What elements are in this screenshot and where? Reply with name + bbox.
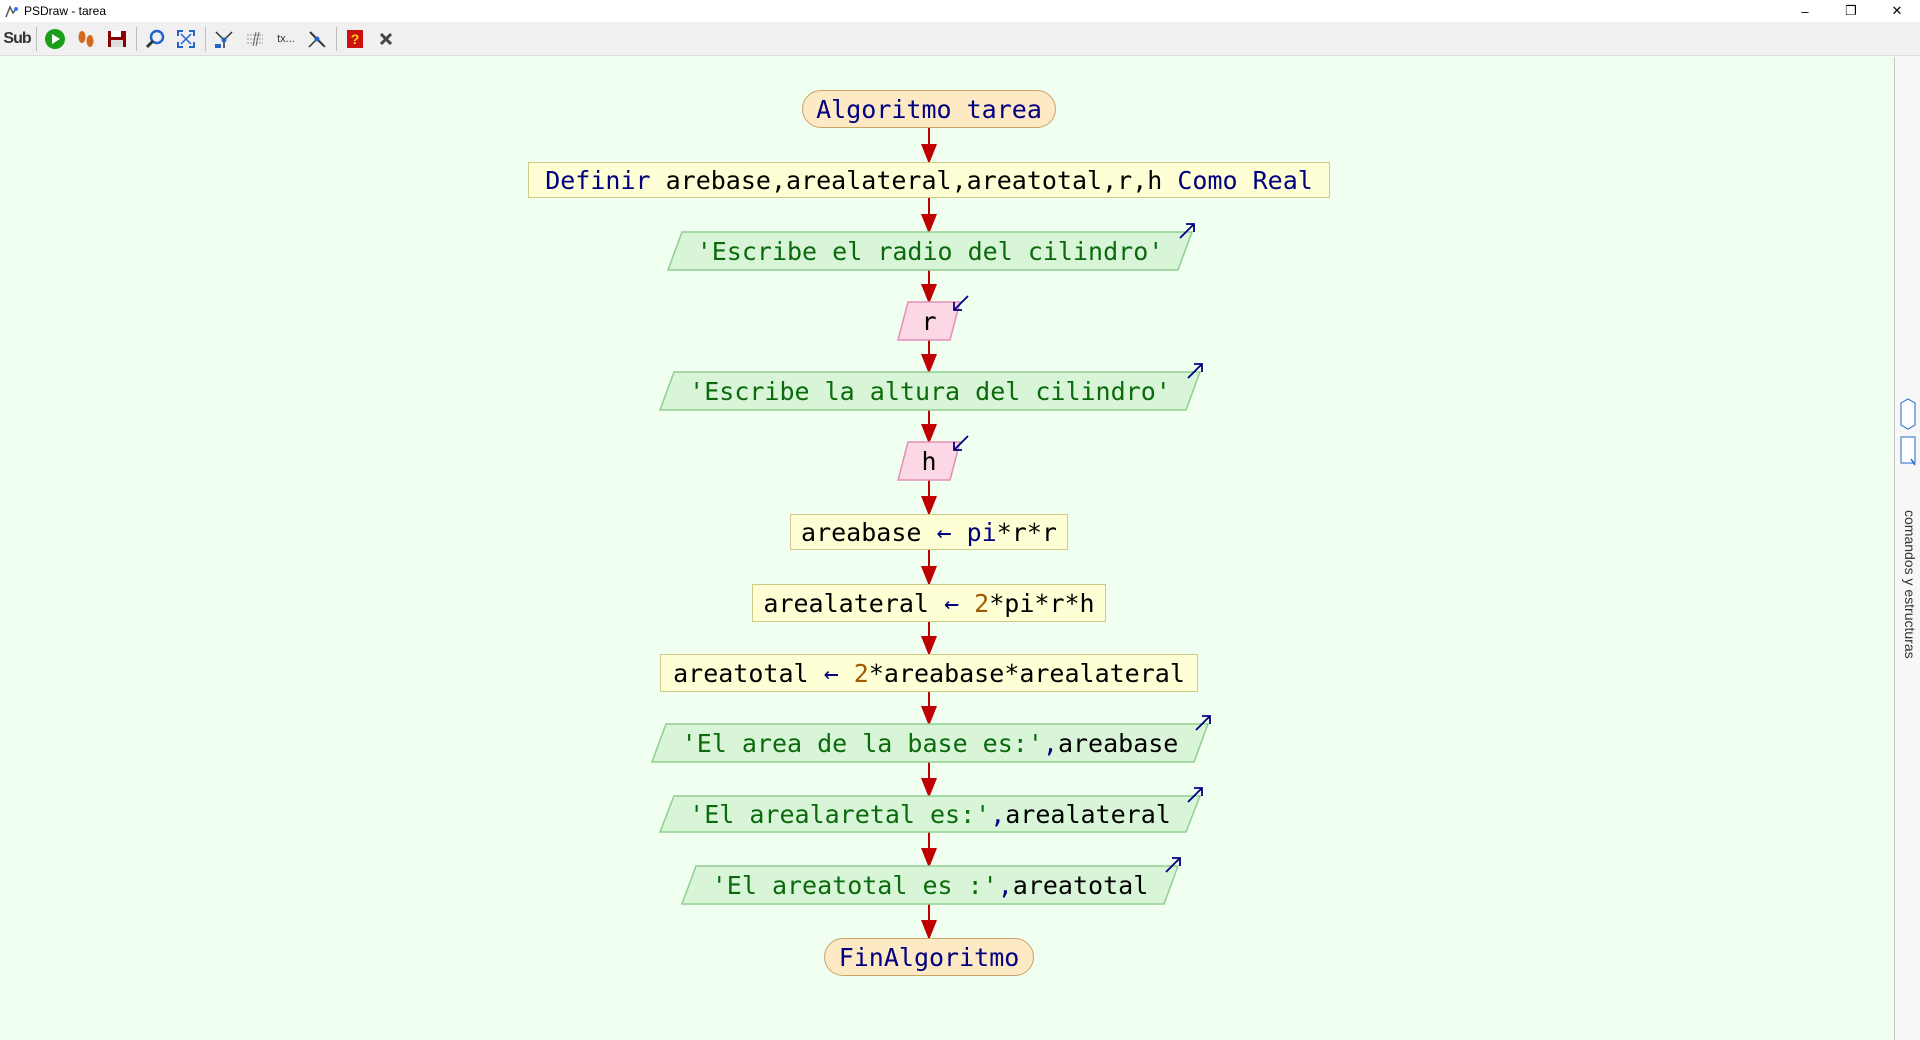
output-areabase-line: 'El area de la base es:',areabase bbox=[682, 729, 1179, 758]
assign-arrow: ← bbox=[823, 658, 839, 688]
output-areatotal-string: 'El areatotal es :' bbox=[711, 870, 998, 900]
input-arrow-icon bbox=[953, 295, 969, 311]
help-button[interactable]: ? bbox=[340, 24, 370, 54]
minimize-button[interactable]: – bbox=[1801, 3, 1809, 19]
assign-areabase[interactable]: areabase ← pi*r*r bbox=[790, 514, 1068, 550]
output-arealateral-string: 'El arealaretal es:' bbox=[689, 799, 991, 829]
input-h-text: h bbox=[921, 446, 937, 476]
input-shape bbox=[897, 441, 961, 481]
toolbar-separator bbox=[205, 26, 206, 51]
toolbar-separator bbox=[136, 26, 137, 51]
text-button[interactable]: tx... bbox=[271, 24, 301, 54]
input-r[interactable]: r bbox=[897, 295, 969, 341]
play-icon bbox=[45, 28, 65, 49]
input-shape bbox=[897, 301, 961, 341]
commands-panel[interactable] bbox=[1894, 57, 1920, 1040]
output-shape bbox=[650, 723, 1210, 763]
assign-arrow: ← bbox=[944, 588, 960, 618]
sub-label: Sub bbox=[3, 29, 31, 47]
input-arrow-icon bbox=[953, 435, 969, 451]
output-comma: , bbox=[997, 870, 1013, 900]
assign-areabase-var: areabase bbox=[801, 517, 922, 547]
define-keyword: Definir bbox=[545, 165, 651, 195]
assign-areatotal-expr: *areabase*arealateral bbox=[868, 658, 1185, 688]
output-arealateral-line: 'El arealaretal es:',arealateral bbox=[689, 800, 1171, 829]
save-icon bbox=[108, 30, 126, 47]
output-radio-prompt[interactable]: 'Escribe el radio del cilindro' bbox=[666, 223, 1195, 271]
toolbar: Sub tx... ? bbox=[0, 22, 1920, 56]
define-vars: arebase,arealateral,areatotal,r,h bbox=[650, 165, 1178, 195]
output-arrow-icon bbox=[1165, 857, 1181, 873]
pen-tool-icon bbox=[308, 30, 326, 48]
toolbar-separator bbox=[36, 26, 37, 51]
assign-areabase-pi: pi bbox=[966, 517, 997, 547]
comments-button[interactable] bbox=[240, 24, 270, 54]
commands-panel-label[interactable]: comandos y estructuras bbox=[1902, 510, 1918, 659]
text-abbrev-label: tx... bbox=[277, 32, 295, 45]
magnifier-icon bbox=[145, 29, 165, 48]
output-areabase[interactable]: 'El area de la base es:',areabase bbox=[650, 715, 1211, 763]
output-arrow-icon bbox=[1187, 363, 1203, 379]
title-bar: PSDraw - tarea – ❐ ✕ bbox=[0, 0, 1920, 22]
flowchart-icon bbox=[215, 30, 233, 48]
output-comma: , bbox=[1042, 728, 1058, 758]
toolbar-separator bbox=[336, 26, 337, 51]
assign-areatotal-var: areatotal bbox=[673, 658, 809, 688]
assign-arealateral-num: 2 bbox=[974, 588, 990, 618]
output-areabase-var: areabase bbox=[1057, 728, 1179, 758]
output-arrow-icon bbox=[1195, 715, 1211, 731]
output-comma: , bbox=[990, 799, 1006, 829]
run-button[interactable] bbox=[40, 24, 70, 54]
output-shape bbox=[666, 231, 1194, 271]
fit-button[interactable] bbox=[171, 24, 201, 54]
output-arealateral-var: arealateral bbox=[1005, 799, 1171, 829]
start-label: Algoritmo tarea bbox=[816, 94, 1042, 124]
svg-text:?: ? bbox=[351, 31, 360, 47]
close-x-icon bbox=[379, 32, 393, 45]
output-areatotal-var: areatotal bbox=[1012, 870, 1149, 900]
save-button[interactable] bbox=[102, 24, 132, 54]
input-h[interactable]: h bbox=[897, 435, 969, 481]
assign-arealateral[interactable]: arealateral ← 2*pi*r*h bbox=[752, 584, 1106, 622]
assign-areatotal-num: 2 bbox=[853, 658, 869, 688]
start-terminal[interactable]: Algoritmo tarea bbox=[802, 90, 1056, 128]
assign-arealateral-var: arealateral bbox=[763, 588, 929, 618]
close-button[interactable]: ✕ bbox=[1891, 3, 1903, 18]
structure-button[interactable] bbox=[209, 24, 239, 54]
assign-arealateral-expr: *pi*r*h bbox=[989, 588, 1095, 618]
structure-mini-icon bbox=[1900, 398, 1916, 466]
help-icon: ? bbox=[347, 29, 363, 48]
end-terminal[interactable]: FinAlgoritmo bbox=[824, 938, 1034, 976]
assign-areatotal[interactable]: areatotal ← 2*areabase*arealateral bbox=[660, 654, 1198, 692]
assign-areabase-expr: *r*r bbox=[996, 517, 1057, 547]
fit-screen-icon bbox=[177, 29, 195, 48]
output-areabase-string: 'El area de la base es:' bbox=[681, 728, 1043, 758]
zoom-button[interactable] bbox=[140, 24, 170, 54]
output-areatotal[interactable]: 'El areatotal es :',areatotal bbox=[680, 857, 1181, 905]
window-title: PSDraw - tarea bbox=[24, 4, 107, 18]
output-shape bbox=[658, 795, 1202, 833]
output-arrow-icon bbox=[1187, 787, 1203, 803]
output-shape bbox=[658, 371, 1202, 411]
restore-button[interactable]: ❐ bbox=[1845, 3, 1857, 18]
output-areatotal-line: 'El areatotal es :',areatotal bbox=[712, 871, 1149, 900]
assign-arrow: ← bbox=[936, 517, 952, 547]
output-altura-prompt[interactable]: 'Escribe la altura del cilindro' bbox=[658, 363, 1203, 411]
define-type: Como Real bbox=[1177, 165, 1313, 195]
output-radio-text: 'Escribe el radio del cilindro' bbox=[696, 236, 1164, 266]
sub-button[interactable]: Sub bbox=[2, 24, 32, 54]
output-arrow-icon bbox=[1179, 223, 1195, 239]
comment-lines-icon bbox=[247, 31, 263, 46]
end-label: FinAlgoritmo bbox=[838, 942, 1020, 972]
output-arealateral[interactable]: 'El arealaretal es:',arealateral bbox=[658, 787, 1203, 833]
input-r-text: r bbox=[921, 306, 937, 336]
output-altura-text: 'Escribe la altura del cilindro' bbox=[689, 376, 1171, 406]
footsteps-icon bbox=[78, 30, 94, 47]
close-diagram-button[interactable] bbox=[371, 24, 401, 54]
step-button[interactable] bbox=[71, 24, 101, 54]
psdraw-app-icon bbox=[5, 5, 18, 18]
output-shape bbox=[680, 865, 1180, 905]
style-button[interactable] bbox=[302, 24, 332, 54]
define-process[interactable]: Definir arebase,arealateral,areatotal,r,… bbox=[528, 162, 1330, 198]
